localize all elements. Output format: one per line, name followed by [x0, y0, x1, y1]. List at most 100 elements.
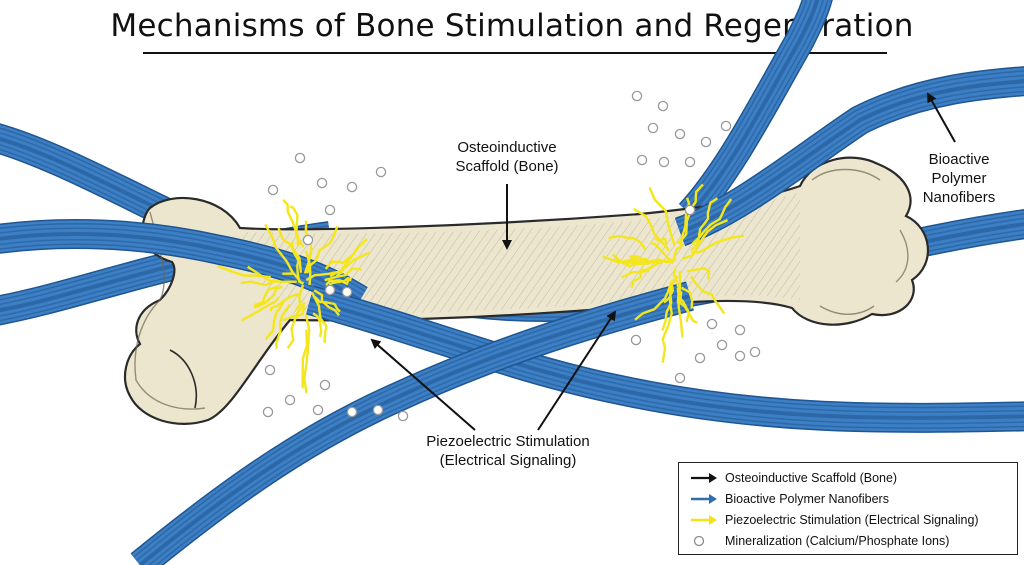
spark-line: [690, 275, 726, 315]
mineral-ion: [694, 352, 706, 364]
mineral-ion: [262, 406, 274, 418]
spark-line: [634, 280, 673, 321]
legend-item-nanofibers: Bioactive Polymer Nanofibers: [689, 488, 1011, 509]
nanofiber-label-line-3: Nanofibers: [922, 189, 996, 206]
legend-item-scaffold: Osteoinductive Scaffold (Bone): [689, 467, 1011, 488]
yellow-arrow-icon: [691, 514, 717, 525]
spark-line: [240, 297, 280, 322]
spark-line: [264, 299, 286, 341]
scaffold-label-line-1: Osteoinductive: [457, 139, 557, 156]
spark-line: [277, 227, 303, 273]
spark-line: [681, 286, 694, 310]
scaffold-label-line-2: Scaffold (Bone): [455, 158, 559, 175]
mineral-ion: [341, 286, 353, 298]
mineral-ions: [262, 90, 761, 422]
mineral-ion: [346, 181, 358, 193]
spark-line: [294, 284, 305, 311]
spark-line: [264, 223, 295, 275]
mineral-ion: [658, 156, 670, 168]
mineral-ion: [631, 90, 643, 102]
mineral-ion: [319, 379, 331, 391]
mineral-ion: [284, 394, 296, 406]
mineral-ion: [267, 184, 279, 196]
scaffold-label: Osteoinductive Scaffold (Bone): [412, 138, 602, 176]
mineral-ion: [397, 410, 409, 422]
piezo-label-line-2: (Electrical Signaling): [439, 452, 577, 469]
spark-line: [324, 254, 353, 270]
mineral-ion: [302, 234, 314, 246]
mineral-ion: [324, 204, 336, 216]
spark-line: [217, 265, 271, 279]
mineral-ion: [312, 404, 324, 416]
spark-line: [691, 234, 745, 254]
piezo-label: Piezoelectric Stimulation (Electrical Si…: [390, 432, 626, 470]
black-arrow-icon: [691, 472, 717, 483]
title-underline: [143, 52, 887, 54]
spark-line: [324, 267, 362, 282]
spark-line: [282, 272, 305, 285]
spark-line: [247, 265, 297, 283]
spark-line: [663, 277, 676, 304]
spark-line: [608, 234, 647, 251]
piezo-pointer-arrow-right: [537, 310, 617, 431]
spark-line: [325, 277, 351, 286]
nanofiber-label-line-2: Polymer: [931, 170, 987, 187]
spark-line: [661, 295, 673, 331]
spark-line: [303, 314, 311, 394]
nanofiber-bundle-front: [0, 66, 1024, 565]
nanofiber-band-front-4: [674, 66, 1024, 247]
spark-line: [275, 303, 291, 349]
spark-line: [681, 219, 729, 261]
mineral-ion: [700, 136, 712, 148]
mineral-ion: [264, 364, 276, 376]
spark-line: [253, 285, 283, 309]
nanofiber-band-back-3: [678, 0, 833, 225]
piezo-sparks-left: [217, 198, 371, 394]
mineral-ion: [630, 334, 642, 346]
nanofiber-label-line-1: Bioactive: [928, 151, 990, 168]
spark-line: [286, 301, 306, 349]
spark-line: [691, 198, 733, 246]
mineral-ion: [749, 346, 761, 358]
spark-line: [254, 285, 279, 307]
nanofiber-label: Bioactive Polymer Nanofibers: [904, 150, 1014, 207]
legend-label-nanofibers: Bioactive Polymer Nanofibers: [725, 491, 889, 506]
nanofiber-band-front-3: [130, 281, 694, 565]
spark-line: [313, 295, 341, 313]
blue-arrow-icon: [691, 493, 717, 504]
piezo-label-line-1: Piezoelectric Stimulation: [426, 433, 590, 450]
spark-line: [310, 291, 328, 343]
spark-line: [677, 270, 684, 338]
mineral-ion: [734, 324, 746, 336]
mineral-ion: [657, 100, 669, 112]
mineral-ion: [716, 339, 728, 351]
page-title: Mechanisms of Bone Stimulation and Regen…: [110, 8, 914, 44]
legend-item-ions: Mineralization (Calcium/Phosphate Ions): [689, 530, 1011, 551]
spark-line: [240, 280, 281, 287]
mineral-ion: [294, 152, 306, 164]
mineral-ion: [684, 204, 696, 216]
spark-line: [690, 197, 719, 252]
mineral-ion: [636, 154, 648, 166]
ion-circle-icon: [693, 535, 705, 546]
piezo-pointer-arrow-left: [370, 338, 476, 431]
mineral-ion: [375, 166, 387, 178]
mineral-ion: [720, 120, 732, 132]
spark-line: [329, 238, 368, 278]
nanofiber-band-front-2: [306, 285, 1024, 433]
mineral-ion: [684, 156, 696, 168]
spark-line: [654, 237, 670, 252]
mineral-ion: [674, 128, 686, 140]
spark-line: [679, 197, 691, 249]
mineral-ion: [324, 284, 336, 296]
spark-line: [301, 329, 309, 389]
spark-line: [629, 255, 669, 265]
legend-item-piezo: Piezoelectric Stimulation (Electrical Si…: [689, 509, 1011, 530]
legend-box: Osteoinductive Scaffold (Bone) Bioactive…: [678, 462, 1018, 555]
spark-line: [289, 205, 305, 248]
mineral-ion: [346, 406, 358, 418]
mineral-ion: [674, 372, 686, 384]
piezo-sparks-right: [602, 183, 745, 363]
bone-scaffold: [123, 156, 929, 425]
